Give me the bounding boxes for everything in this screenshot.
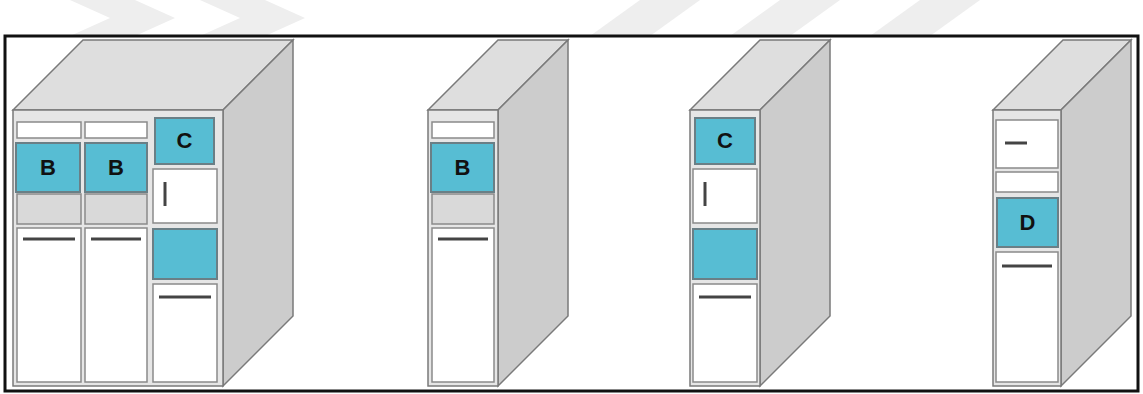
- watermark-chevrons: [70, 0, 980, 36]
- drawer-handle: [699, 296, 751, 299]
- module-letter: C: [177, 130, 193, 152]
- module-letter: C: [717, 130, 733, 152]
- cabinet-front: [13, 110, 223, 386]
- panel: [17, 228, 81, 382]
- blank-module: [153, 229, 217, 279]
- panel: [432, 228, 494, 382]
- drawer-handle: [159, 296, 211, 299]
- module-box: B: [15, 142, 81, 193]
- drawer-handle: [91, 238, 141, 241]
- panel: [153, 169, 217, 223]
- door-handle: [704, 182, 707, 206]
- panel: [432, 194, 494, 224]
- panel: [432, 122, 494, 138]
- module-box: D: [996, 197, 1059, 248]
- panel: [85, 194, 147, 224]
- panel: [85, 228, 147, 382]
- panel: [17, 122, 81, 138]
- panel: [996, 252, 1058, 382]
- cabinet-front: [690, 110, 760, 386]
- module-letter: B: [455, 157, 471, 179]
- panel: [85, 122, 147, 138]
- cabinet-front: [993, 110, 1061, 386]
- module-letter: B: [108, 157, 124, 179]
- drawer-handle: [23, 238, 75, 241]
- blank-module: [693, 229, 757, 279]
- cabinet-side: [760, 40, 830, 386]
- door-handle: [164, 182, 167, 206]
- panel: [996, 172, 1058, 192]
- module-box: B: [84, 142, 148, 193]
- cabinet-front: [428, 110, 498, 386]
- drawer-handle: [1005, 142, 1027, 145]
- cabinet-side: [1061, 40, 1131, 386]
- module-letter: B: [40, 157, 56, 179]
- panel: [693, 284, 757, 382]
- module-box: B: [430, 142, 495, 193]
- module-box: C: [694, 117, 756, 165]
- outer-frame: [5, 36, 1138, 391]
- panel: [153, 284, 217, 382]
- panel: [693, 169, 757, 223]
- panel: [996, 120, 1058, 168]
- drawer-handle: [438, 238, 488, 241]
- cabinet-side: [223, 40, 293, 386]
- module-box: C: [154, 117, 215, 165]
- panel: [17, 194, 81, 224]
- drawer-handle: [1002, 265, 1052, 268]
- module-letter: D: [1020, 212, 1036, 234]
- cabinet-side: [498, 40, 568, 386]
